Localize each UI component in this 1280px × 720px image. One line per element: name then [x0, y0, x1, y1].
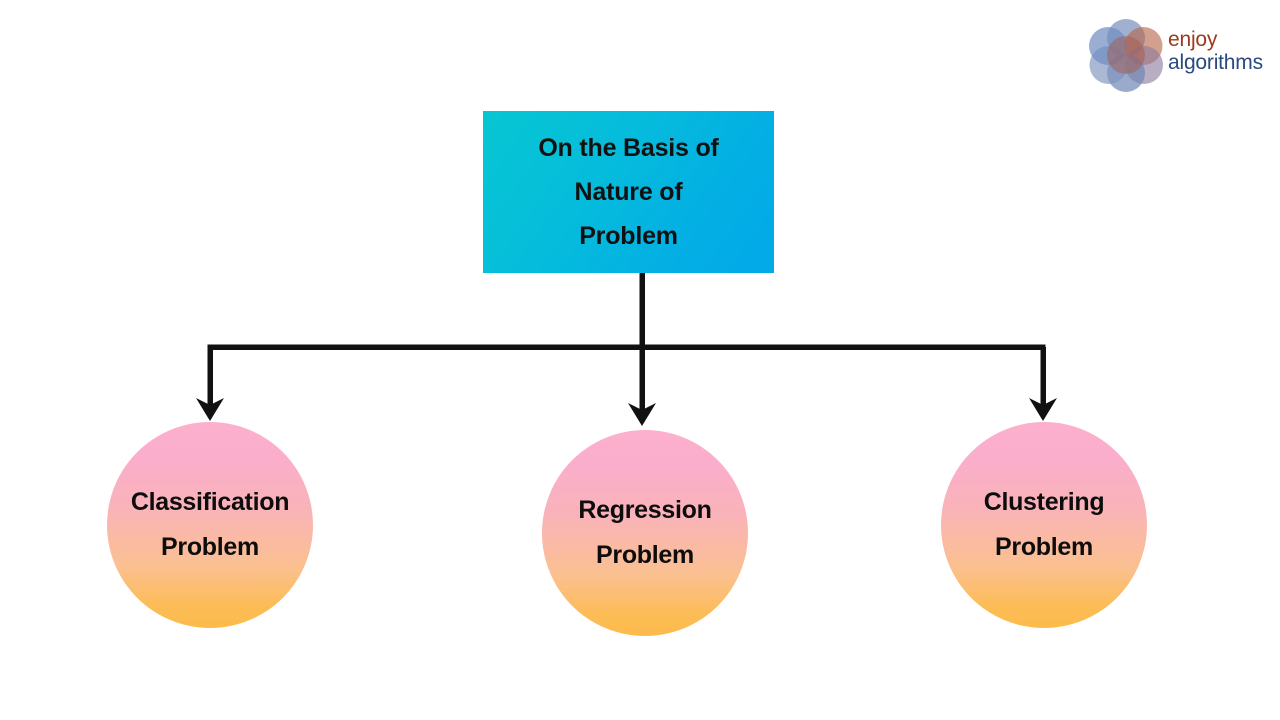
brand-name-algorithms: algorithms [1168, 51, 1263, 74]
brand-name-enjoy: enjoy [1168, 28, 1218, 51]
leaf-node-label: Clustering Problem [983, 488, 1105, 561]
root-node-nature-of-problem[interactable]: On the Basis of Nature of Problem [483, 111, 774, 273]
leaf-node-label: Regression Problem [578, 496, 712, 569]
arrowhead-left [196, 398, 224, 421]
arrowhead-middle [628, 403, 656, 426]
leaf-node-label: Classification Problem [130, 488, 290, 561]
root-node-label: On the Basis of Nature of Problem [538, 134, 719, 250]
leaf-node-regression-problem[interactable]: Regression Problem [542, 430, 748, 636]
leaf-node-clustering-problem[interactable]: Clustering Problem [941, 422, 1147, 628]
brand-wordmark: enjoy algorithms [1168, 28, 1278, 75]
leaf-node-classification-problem[interactable]: Classification Problem [107, 422, 313, 628]
arrowhead-right [1029, 398, 1057, 421]
brand-logo[interactable]: enjoy algorithms [1088, 18, 1278, 92]
rosette-petals-icon [1089, 19, 1163, 92]
